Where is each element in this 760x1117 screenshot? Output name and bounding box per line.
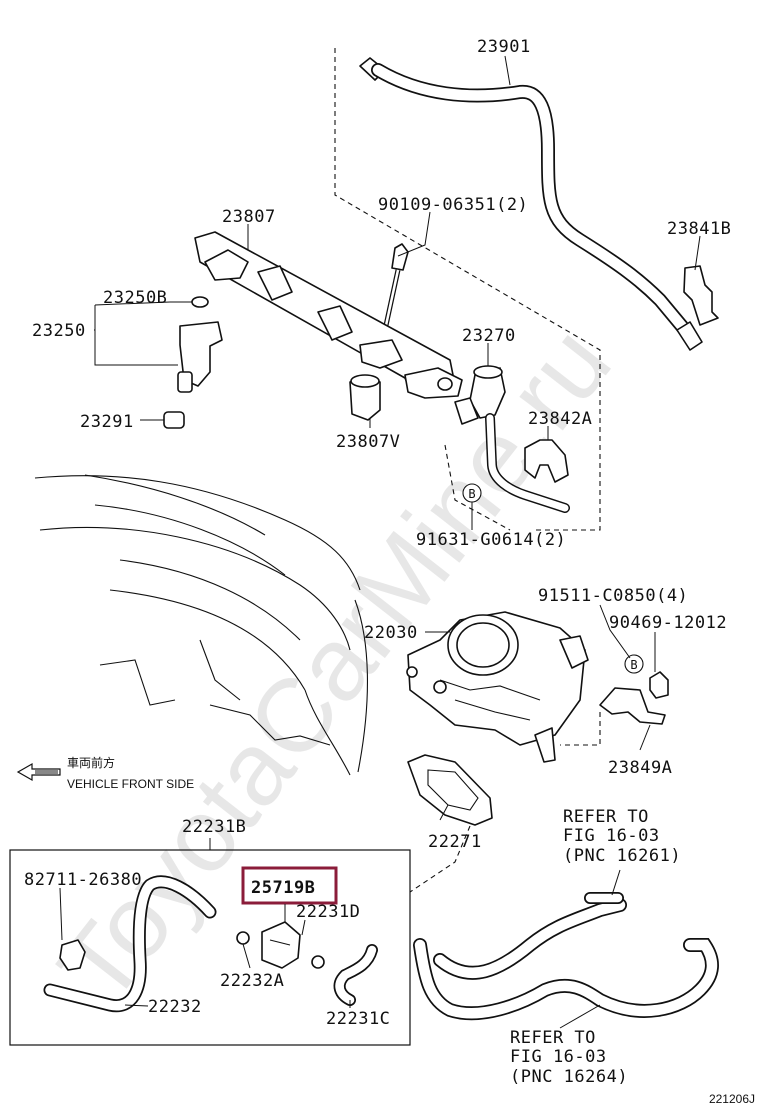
- link-gasket-box: [409, 825, 471, 893]
- vsv-25719B[interactable]: [261, 921, 301, 969]
- label-90469[interactable]: 90469-12012: [609, 613, 727, 633]
- injector-23250[interactable]: [177, 321, 223, 393]
- label-82711[interactable]: 82711-26380: [24, 870, 142, 890]
- label-91631[interactable]: 91631-G0614(2): [416, 530, 566, 550]
- front-direction-arrow: [16, 762, 61, 782]
- direction-label-en: VEHICLE FRONT SIDE: [67, 777, 194, 791]
- label-22232A[interactable]: 22232A: [220, 971, 284, 991]
- stud-bolt-90109[interactable]: [382, 243, 409, 331]
- label-23291[interactable]: 23291: [80, 412, 134, 432]
- clip-90469[interactable]: [649, 671, 669, 699]
- throttle-body-22030[interactable]: [406, 611, 589, 763]
- label-25719B[interactable]: 25719B: [251, 878, 315, 898]
- label-23842A[interactable]: 23842A: [528, 409, 592, 429]
- highlight-frame: [241, 866, 338, 905]
- clamp-23841B[interactable]: [683, 265, 719, 326]
- fuel-delivery-pipe-23807[interactable]: [194, 231, 463, 399]
- label-22030[interactable]: 22030: [364, 623, 418, 643]
- label-23901[interactable]: 23901: [477, 37, 531, 57]
- hose-ref-16264[interactable]: [413, 938, 719, 1021]
- svg-text:REFER TO: REFER TO: [563, 807, 649, 827]
- callout-b-upper: B: [462, 483, 482, 503]
- svg-text:(PNC 16261): (PNC 16261): [563, 846, 681, 866]
- svg-text:(PNC 16264): (PNC 16264): [510, 1067, 628, 1087]
- boundary-throttle: [560, 712, 601, 746]
- callout-b-lower: B: [624, 654, 644, 674]
- svg-text:FIG 16-03: FIG 16-03: [510, 1047, 607, 1067]
- label-23849A[interactable]: 23849A: [608, 758, 672, 778]
- intake-manifold-outline: [34, 474, 368, 776]
- svg-text:B: B: [468, 487, 475, 501]
- label-91511[interactable]: 91511-C0850(4): [538, 586, 688, 606]
- label-22232[interactable]: 22232: [148, 997, 202, 1017]
- svg-text:REFER TO: REFER TO: [510, 1028, 596, 1048]
- label-22271[interactable]: 22271: [428, 832, 482, 852]
- label-22231B[interactable]: 22231B: [182, 817, 246, 837]
- fuel-hose-23901[interactable]: [359, 57, 703, 351]
- svg-text:B: B: [630, 658, 637, 672]
- svg-text:FIG 16-03: FIG 16-03: [563, 826, 660, 846]
- label-22231C[interactable]: 22231C: [326, 1009, 390, 1029]
- insulator-23291[interactable]: [163, 411, 185, 429]
- direction-label-jp: 車両前方: [67, 755, 115, 770]
- bracket-23849A[interactable]: [599, 687, 666, 725]
- group-boundary-upper: [334, 48, 601, 531]
- hose-22231C[interactable]: [333, 944, 378, 1006]
- label-90109[interactable]: 90109-06351(2): [378, 195, 528, 215]
- gasket-22271[interactable]: [407, 754, 493, 826]
- clip-82711[interactable]: [59, 939, 86, 971]
- refer-block-16264[interactable]: REFER TO FIG 16-03 (PNC 16264): [510, 1028, 628, 1087]
- refer-block-16261[interactable]: REFER TO FIG 16-03 (PNC 16261): [563, 807, 681, 866]
- hose-22232[interactable]: [43, 875, 217, 1013]
- label-23807V[interactable]: 23807V: [336, 432, 400, 452]
- diagram-id: 221206J: [709, 1092, 755, 1106]
- label-23250B[interactable]: 23250B: [103, 288, 167, 308]
- insulator-23807V[interactable]: [349, 374, 381, 421]
- leader-lines: [59, 55, 701, 1029]
- pressure-regulator-23270[interactable]: [454, 365, 570, 513]
- hose-ref-16261[interactable]: [433, 892, 627, 980]
- clamp-22232A-b[interactable]: [311, 955, 325, 969]
- o-ring-23250B[interactable]: [191, 296, 209, 308]
- label-23250[interactable]: 23250: [32, 321, 86, 341]
- label-22231D[interactable]: 22231D: [296, 902, 360, 922]
- clamp-22232A-a[interactable]: [236, 931, 250, 945]
- label-23807[interactable]: 23807: [222, 207, 276, 227]
- label-23270[interactable]: 23270: [462, 326, 516, 346]
- label-23841B[interactable]: 23841B: [667, 219, 731, 239]
- group-boundary-lower: [444, 444, 511, 531]
